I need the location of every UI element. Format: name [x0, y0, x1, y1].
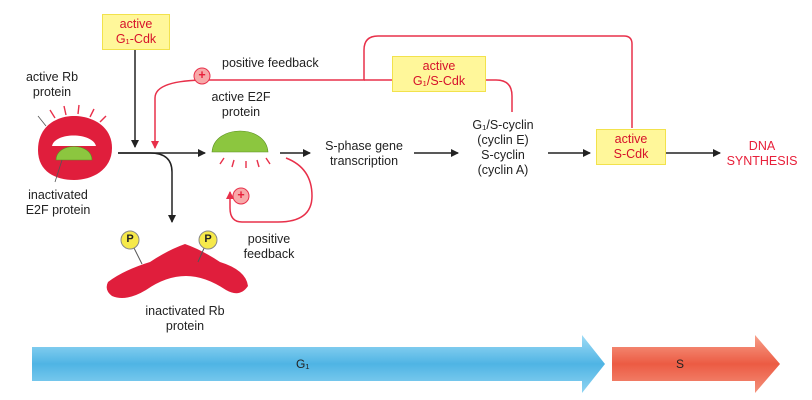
active-g1-cdk-box: active G₁-Cdk [102, 14, 170, 50]
dna-synthesis-label: DNA SYNTHESIS [726, 139, 798, 168]
rb-pointer [37, 115, 47, 127]
active-e2f-label: active E2F protein [211, 90, 271, 119]
active-rb-protein-shape [38, 104, 112, 180]
cyclins-label: G₁/S-cyclin (cyclin E) S-cyclin (cyclin … [472, 118, 534, 177]
active-e2f-shape [211, 130, 271, 168]
feedback-from-g1s-cdk [364, 79, 513, 112]
e2f-pointer [54, 159, 63, 183]
active-rb-label: active Rb protein [25, 70, 79, 99]
plus-circle-top [193, 67, 211, 85]
phosphate-left: P [126, 233, 134, 245]
inactivated-rb-protein-shape [106, 230, 249, 298]
positive-feedback-bottom-label: positive feedback [243, 232, 295, 261]
plus-sign-bottom: + [237, 188, 245, 202]
inactivated-e2f-shape [55, 146, 93, 161]
branch-arrow-to-inactivated-rb [118, 152, 176, 223]
phosphate-right: P [204, 233, 212, 245]
s-phase-arrow [612, 335, 780, 393]
feedback-from-s-cdk [151, 35, 633, 149]
g1-phase-arrow [32, 335, 605, 393]
s-phase-label: S [676, 357, 685, 371]
plus-circle-bottom [232, 187, 250, 205]
g1-phase-label: G₁ [296, 357, 310, 371]
inactivated-e2f-label: inactivated E2F protein [25, 188, 91, 217]
active-g1s-cdk-box: active G₁/S-Cdk [392, 56, 486, 92]
inactivated-rb-label: inactivated Rb protein [145, 304, 225, 333]
bottom-feedback-loop [226, 157, 313, 223]
active-s-cdk-box: active S-Cdk [596, 129, 666, 165]
positive-feedback-top-label: positive feedback [222, 56, 319, 70]
s-phase-transcription-label: S-phase gene transcription [325, 139, 403, 168]
plus-sign-top: + [198, 68, 206, 82]
